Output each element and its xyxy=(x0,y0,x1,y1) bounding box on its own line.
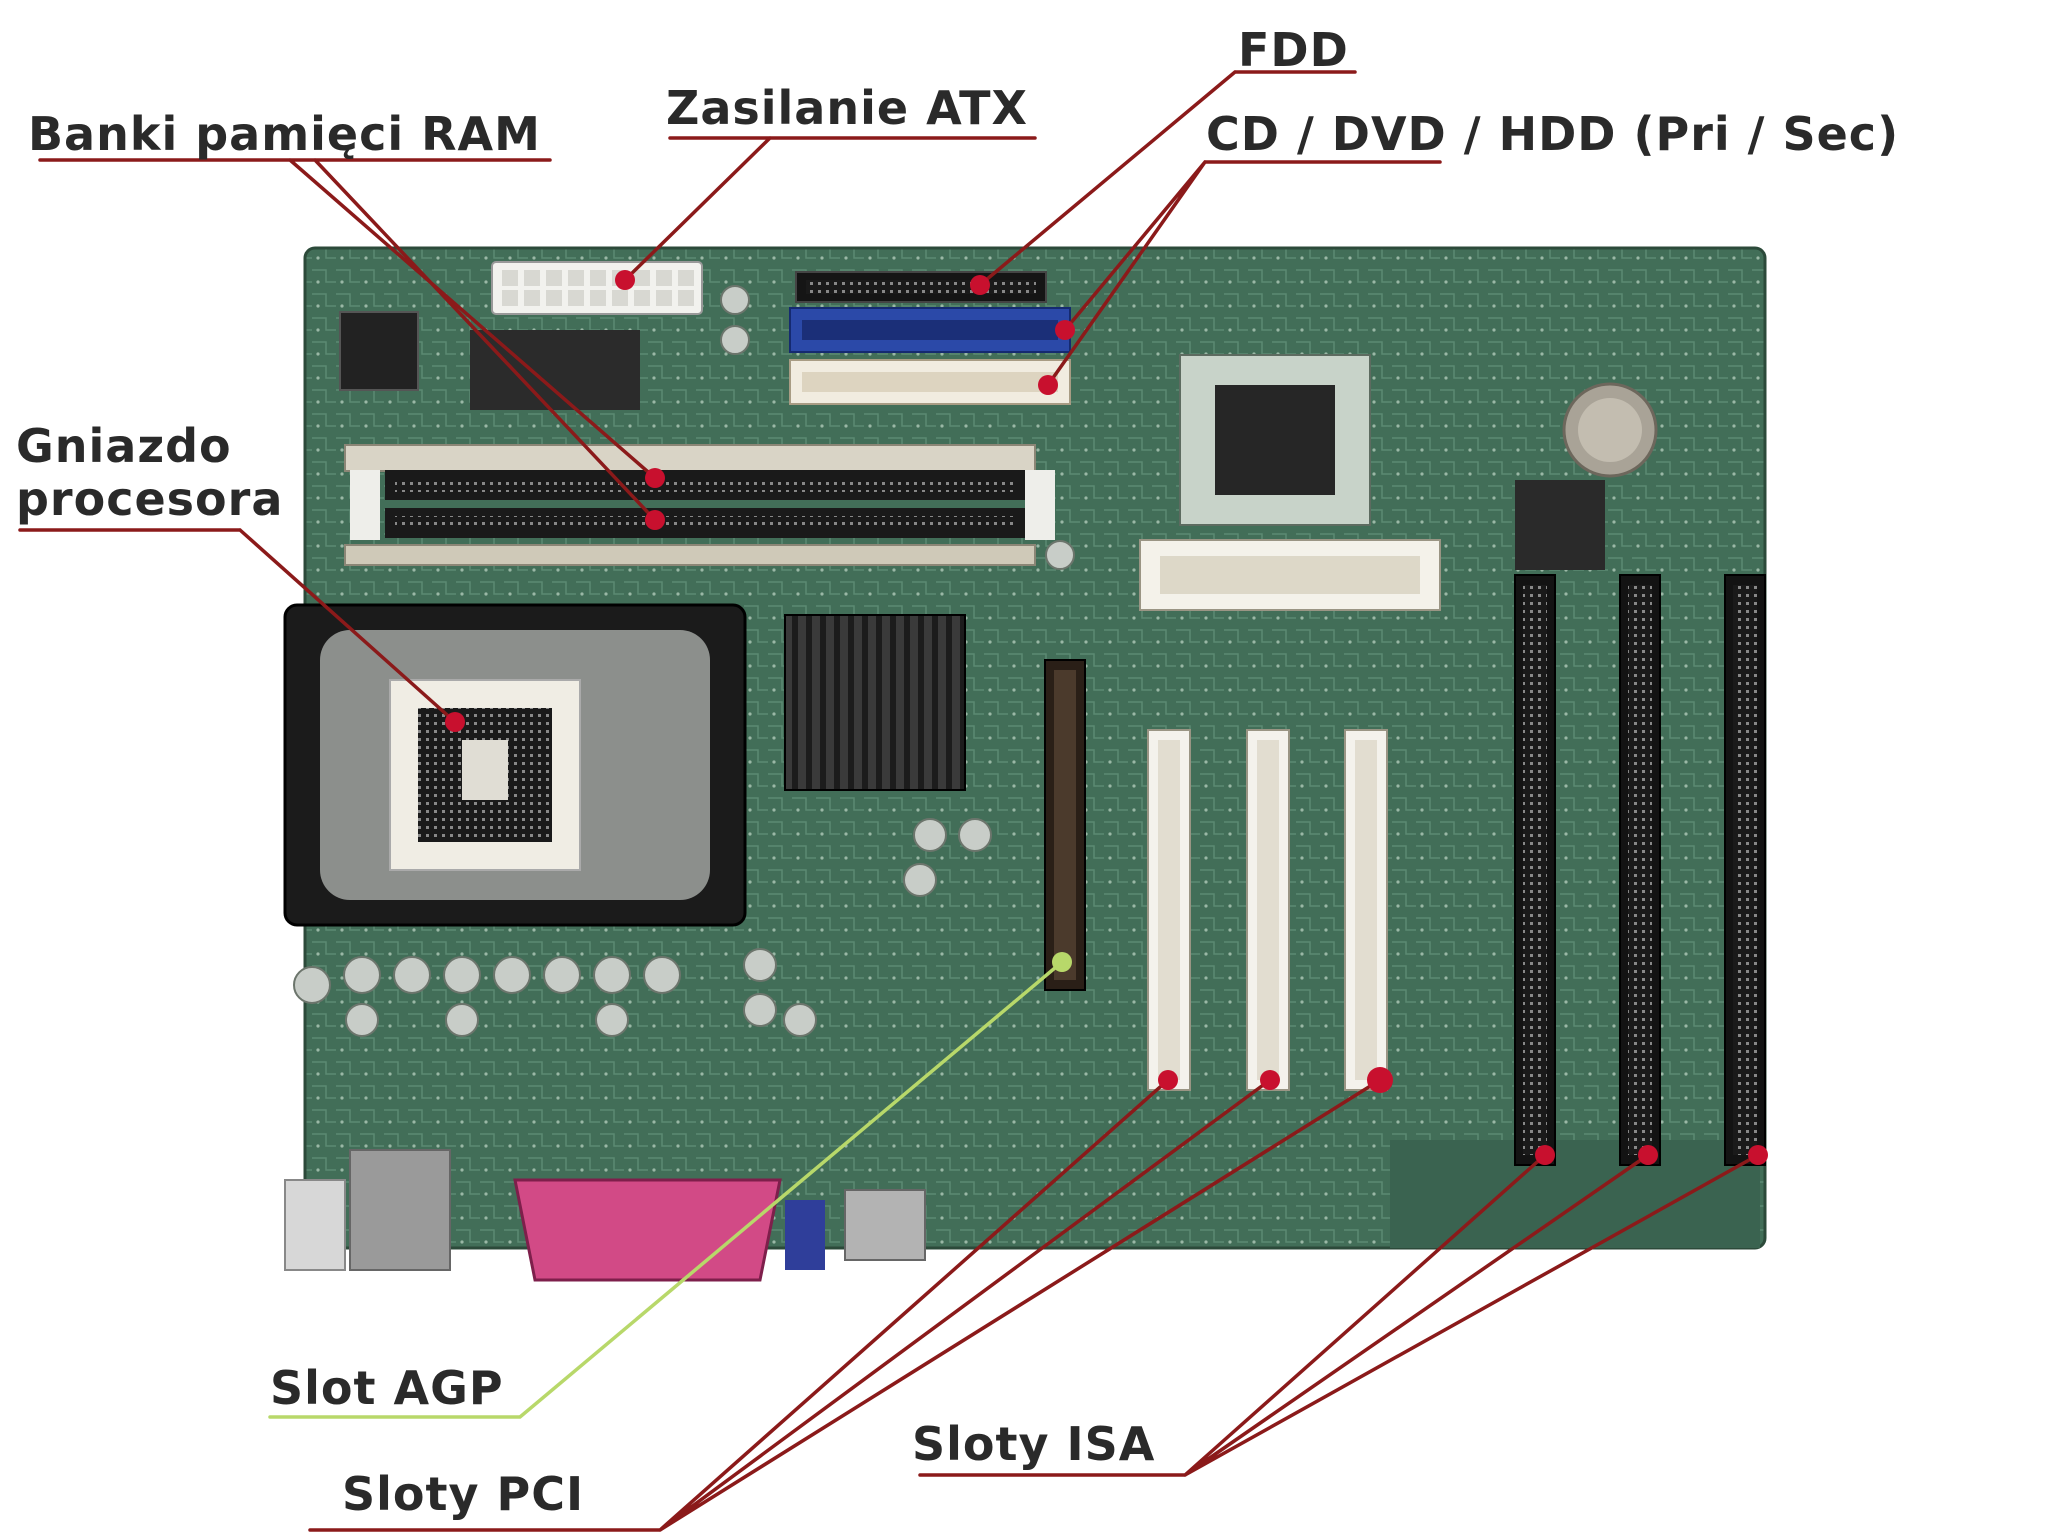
agp-leader-line xyxy=(268,960,1064,1419)
ram-banks xyxy=(344,444,1055,566)
label-ide-drives: CD / DVD / HDD (Pri / Sec) xyxy=(1206,107,1900,161)
bios-chip xyxy=(1515,480,1605,570)
label-cpu-socket-line1: Gniazdo xyxy=(16,419,232,473)
label-fdd: FDD xyxy=(1238,23,1349,77)
fdd-connector xyxy=(795,271,1047,303)
label-atx-power: Zasilanie ATX xyxy=(666,81,1028,135)
label-ram-banks: Banki pamięci RAM xyxy=(28,107,541,161)
ide-primary-connector xyxy=(789,307,1071,353)
isa-slots xyxy=(1514,574,1766,1166)
label-isa-slots: Sloty ISA xyxy=(912,1417,1156,1471)
marker-dots xyxy=(445,270,1768,1165)
capacitors xyxy=(293,285,1075,1037)
pci-slots xyxy=(1147,729,1388,1091)
io-chip xyxy=(339,311,419,391)
northbridge-chip xyxy=(1139,354,1441,611)
atx-power-connector xyxy=(491,261,703,315)
label-agp-slot: Slot AGP xyxy=(270,1361,504,1415)
agp-marker-dot xyxy=(1052,952,1072,972)
label-cpu-socket: Gniazdo procesora xyxy=(16,420,283,526)
chipset-heatsink xyxy=(784,614,966,791)
regulator-block xyxy=(470,330,640,410)
leader-lines xyxy=(18,70,1760,1532)
label-pci-slots: Sloty PCI xyxy=(342,1467,585,1521)
cpu-socket xyxy=(283,603,747,927)
ide-secondary-connector xyxy=(789,359,1071,405)
agp-slot xyxy=(1044,659,1086,991)
label-cpu-socket-line2: procesora xyxy=(16,471,284,526)
